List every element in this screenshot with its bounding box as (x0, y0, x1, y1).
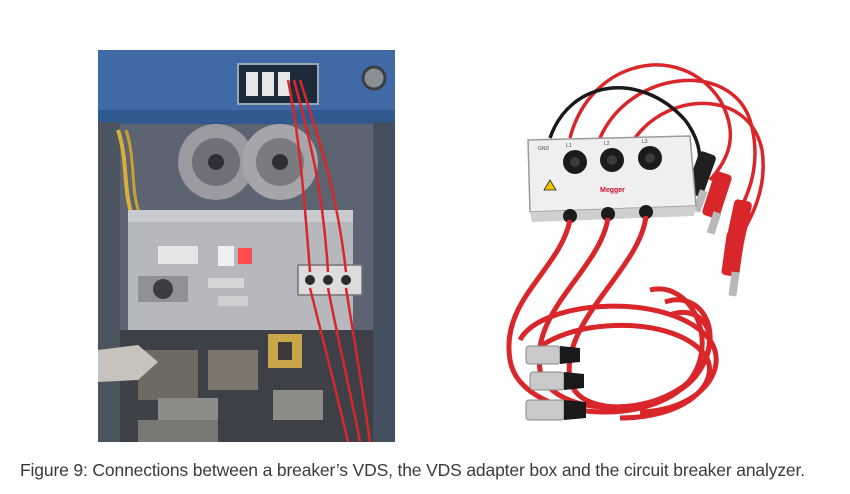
label-l2: L2 (604, 141, 610, 147)
banana-plug-red-3 (721, 231, 745, 297)
figure-caption: Figure 9: Connections between a breaker’… (20, 460, 805, 480)
black-gnd-cable (548, 86, 702, 166)
breaker-vds-photo (98, 50, 395, 442)
knob-l3 (638, 146, 662, 170)
socket-1 (563, 209, 577, 223)
knob-l1 (563, 150, 587, 174)
terminal-block-right (273, 390, 323, 420)
adapter-box: GND L1 L2 L3 Megger (527, 135, 697, 223)
warning-icon (543, 179, 557, 191)
banana-plug-red-1 (702, 171, 732, 235)
label-l1: L1 (566, 143, 572, 149)
xlr-connector-3 (525, 399, 586, 421)
xlr-connector-2 (529, 371, 584, 391)
knob-l2 (600, 148, 624, 172)
xlr-connector-1 (525, 345, 580, 365)
socket-2 (601, 207, 615, 221)
red-cable-coils (506, 215, 719, 421)
socket-3 (639, 205, 653, 219)
brand-logo: Megger (600, 187, 625, 194)
vds-adapter-box-photo: GND L1 L2 L3 Megger (506, 63, 765, 421)
panel-knob (361, 65, 387, 91)
label-l3: L3 (642, 139, 648, 145)
label-gnd: GND (538, 146, 550, 152)
